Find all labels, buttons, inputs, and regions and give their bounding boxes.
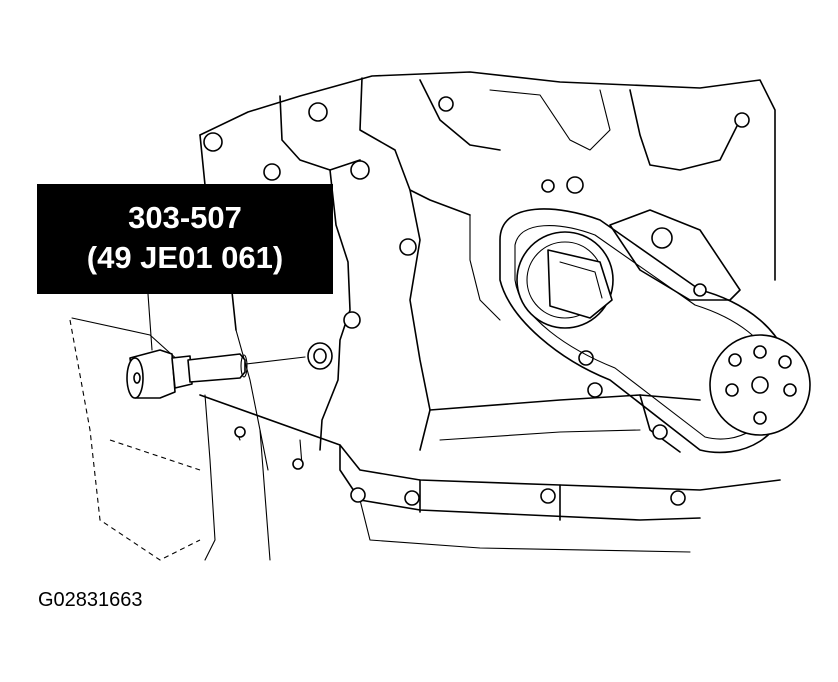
service-tool-number: (49 JE01 061): [86, 240, 284, 275]
camshaft-pulley: [709, 334, 811, 436]
figure-id: G02831663: [38, 589, 143, 611]
special-tool: [126, 349, 306, 399]
tool-hole: [307, 342, 333, 370]
engine-block: [69, 71, 781, 561]
crankshaft-sprocket: [516, 231, 614, 329]
tool-number-callout: 303-507 (49 JE01 061): [37, 184, 333, 294]
tensioner-assembly: [609, 209, 741, 301]
tool-number: 303-507: [128, 200, 242, 235]
callout-leader-line: [147, 293, 153, 351]
